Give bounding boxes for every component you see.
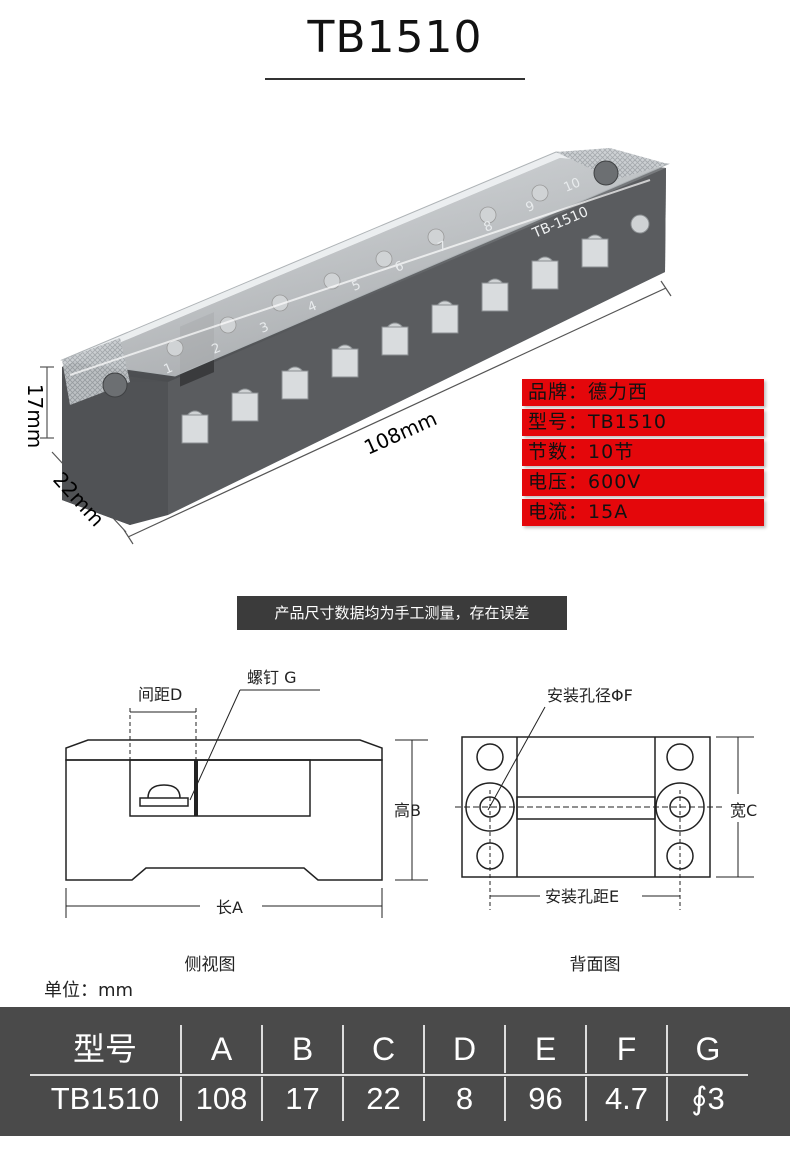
- hole-diameter-f-label: 安装孔径ΦF: [547, 686, 633, 705]
- page-title: TB1510: [307, 12, 483, 63]
- header-cell: D: [425, 1025, 506, 1073]
- spec-row-brand: 品牌：德力西: [522, 379, 764, 406]
- header-cell: A: [182, 1025, 263, 1073]
- header-cell: E: [506, 1025, 587, 1073]
- dimension-table: 型号 A B C D E F G TB1510 108 17 22 8 96 4…: [0, 1007, 790, 1136]
- table-divider: [30, 1074, 748, 1076]
- value-cell: 96: [506, 1077, 587, 1121]
- value-cell: 17: [263, 1077, 344, 1121]
- value-cell: 8: [425, 1077, 506, 1121]
- header-cell: C: [344, 1025, 425, 1073]
- product-illustration: 1 2 3 4 5 6 7 8 9 10 TB-1510 108mm 17mm …: [23, 148, 672, 545]
- spec-row-voltage: 电压：600V: [522, 469, 764, 496]
- height-label: 17mm: [23, 384, 47, 448]
- hole-spacing-e-label: 安装孔距E: [545, 887, 619, 906]
- measurement-note: 产品尺寸数据均为手工测量，存在误差: [237, 596, 567, 630]
- value-cell: 108: [182, 1077, 263, 1121]
- spacing-d-label: 间距D: [138, 685, 182, 704]
- length-dimension-line: [127, 287, 667, 538]
- spec-list: 品牌：德力西 型号：TB1510 节数：10节 电压：600V 电流：15A: [522, 379, 764, 529]
- height-b-label: 高B: [394, 801, 421, 820]
- spec-row-sections: 节数：10节: [522, 439, 764, 466]
- spec-row-current: 电流：15A: [522, 499, 764, 526]
- value-cell: 4.7: [587, 1077, 668, 1121]
- title-underline: [265, 78, 525, 80]
- terminal-numbers: 1 2 3 4 5 6 7 8 9 10: [162, 175, 583, 377]
- screw-g-label: 螺钉 G: [247, 668, 297, 687]
- unit-label: 单位：mm: [44, 980, 134, 1001]
- table-row: TB1510 108 17 22 8 96 4.7 ∮3: [30, 1077, 748, 1121]
- side-view-outline: [65, 739, 383, 761]
- header-cell: B: [263, 1025, 344, 1073]
- width-c-label: 宽C: [730, 801, 757, 820]
- side-view-caption: 侧视图: [184, 955, 236, 975]
- header-cell: G: [695, 1031, 721, 1067]
- value-cell: 22: [344, 1077, 425, 1121]
- table-header-row: 型号 A B C D E F G: [30, 1025, 748, 1073]
- svg-text:10: 10: [562, 175, 583, 195]
- technical-drawings: 间距D 螺钉 G 高B 长A 安装孔径ΦF 宽C 安装孔距E: [65, 668, 757, 918]
- length-a-label: 长A: [216, 898, 243, 917]
- spec-row-model: 型号：TB1510: [522, 409, 764, 436]
- value-cell: TB1510: [30, 1077, 182, 1121]
- header-cell: F: [587, 1025, 668, 1073]
- header-cell: 型号: [30, 1025, 182, 1073]
- value-cell: ∮3: [691, 1081, 725, 1116]
- back-view-caption: 背面图: [569, 955, 621, 975]
